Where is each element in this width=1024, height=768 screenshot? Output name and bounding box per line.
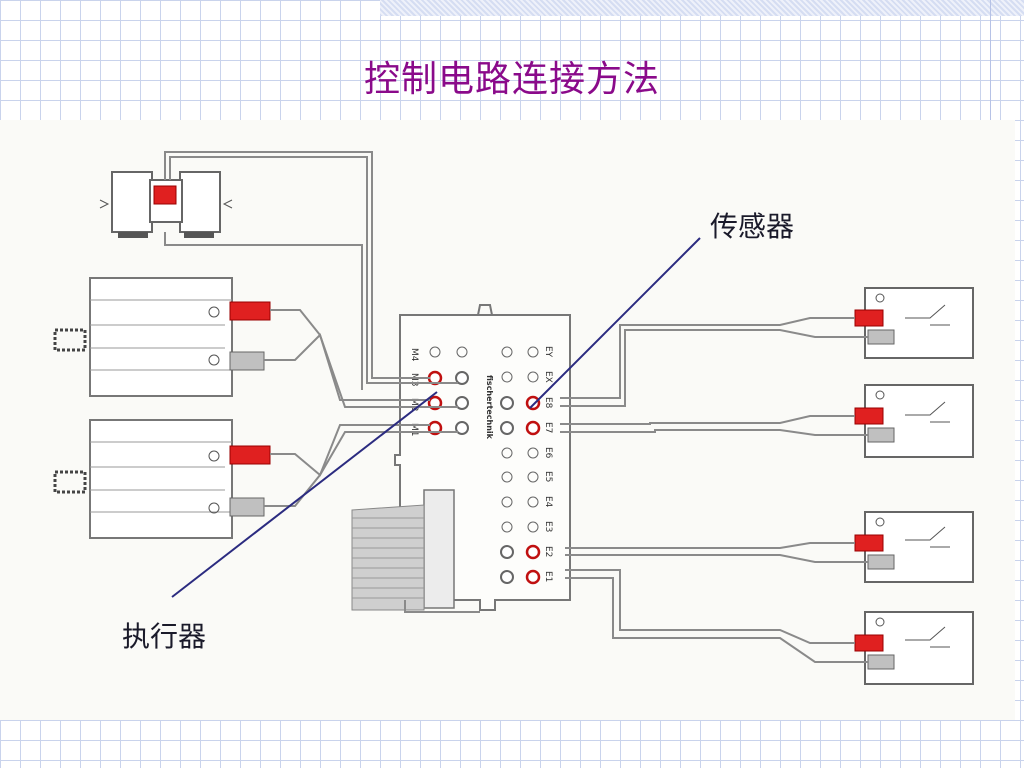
- port-label-e2: E2: [543, 546, 553, 557]
- wiring-diagram-svg: fischertechnik M4 M3 M2 M1: [53, 151, 974, 685]
- sensor-label: 传感器: [710, 210, 795, 243]
- ribbon-cable: [351, 504, 425, 611]
- input-terminals: EY EX E8 E7 E6 E5 E4 E3 E2 E1: [500, 346, 553, 585]
- port-label-m1: M1: [409, 423, 419, 437]
- port-label-e7: E7: [543, 422, 553, 433]
- actuator-callout-line: [171, 391, 438, 598]
- wires: [164, 151, 868, 663]
- sensor-3: [854, 511, 974, 583]
- port-label-e5: E5: [543, 471, 553, 482]
- slide-title: 控制电路连接方法: [363, 59, 660, 100]
- sensor-4: [854, 611, 974, 685]
- interface-box: fischertechnik: [394, 304, 571, 611]
- sensor-1: [854, 287, 974, 359]
- port-label-m2: M2: [409, 398, 419, 412]
- port-label-e3: E3: [543, 521, 553, 532]
- motor-2: [53, 419, 271, 539]
- lamp-component: [99, 171, 233, 238]
- port-label-ex: EX: [543, 371, 553, 383]
- sensor-2: [854, 384, 974, 458]
- port-label-ey: EY: [543, 346, 553, 358]
- header-decor-rule: [990, 0, 991, 120]
- port-label-m3: M3: [409, 373, 419, 387]
- port-label-e8: E8: [543, 397, 553, 409]
- port-label-e6: E6: [543, 447, 553, 459]
- port-label-e1: E1: [543, 571, 553, 582]
- wiring-diagram: fischertechnik M4 M3 M2 M1: [0, 120, 1015, 720]
- sensor-callout-line: [529, 237, 701, 409]
- interface-brand: fischertechnik: [485, 375, 494, 440]
- port-label-e4: E4: [543, 496, 553, 508]
- port-label-m4: M4: [409, 348, 419, 362]
- header-decor-band: [380, 0, 1024, 16]
- actuator-label: 执行器: [122, 620, 207, 653]
- motor-1: [53, 277, 271, 397]
- interface-slot: [423, 489, 455, 609]
